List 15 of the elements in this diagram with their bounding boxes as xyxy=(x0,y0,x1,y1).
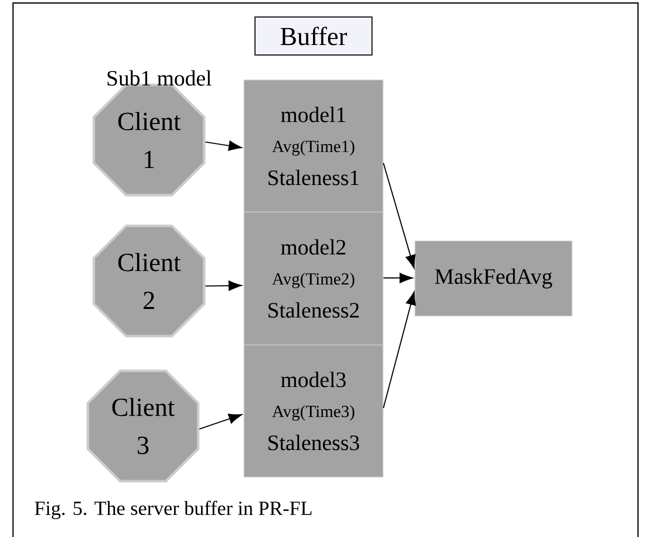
arrow xyxy=(383,272,413,284)
figure-caption: Fig. 5. The server buffer in PR-FL xyxy=(34,500,312,520)
model-box: model2 Avg(Time2) Staleness2 xyxy=(244,212,384,346)
aggregation-box: MaskFedAvg xyxy=(414,240,572,316)
client-octagon: Client 3 xyxy=(86,370,200,482)
buffer-label-box: Buffer xyxy=(254,16,372,56)
arrow xyxy=(205,280,242,291)
arrow xyxy=(382,292,416,408)
arrow xyxy=(205,140,242,151)
client-octagon: Client 2 xyxy=(92,224,206,338)
node-label: Sub1 model xyxy=(108,70,212,86)
arrow xyxy=(382,162,416,268)
model-box: model1 Avg(Time1) Staleness1 xyxy=(244,80,384,212)
arrow xyxy=(199,414,242,430)
model-box: model3 Avg(Time3) Staleness3 xyxy=(244,344,384,478)
